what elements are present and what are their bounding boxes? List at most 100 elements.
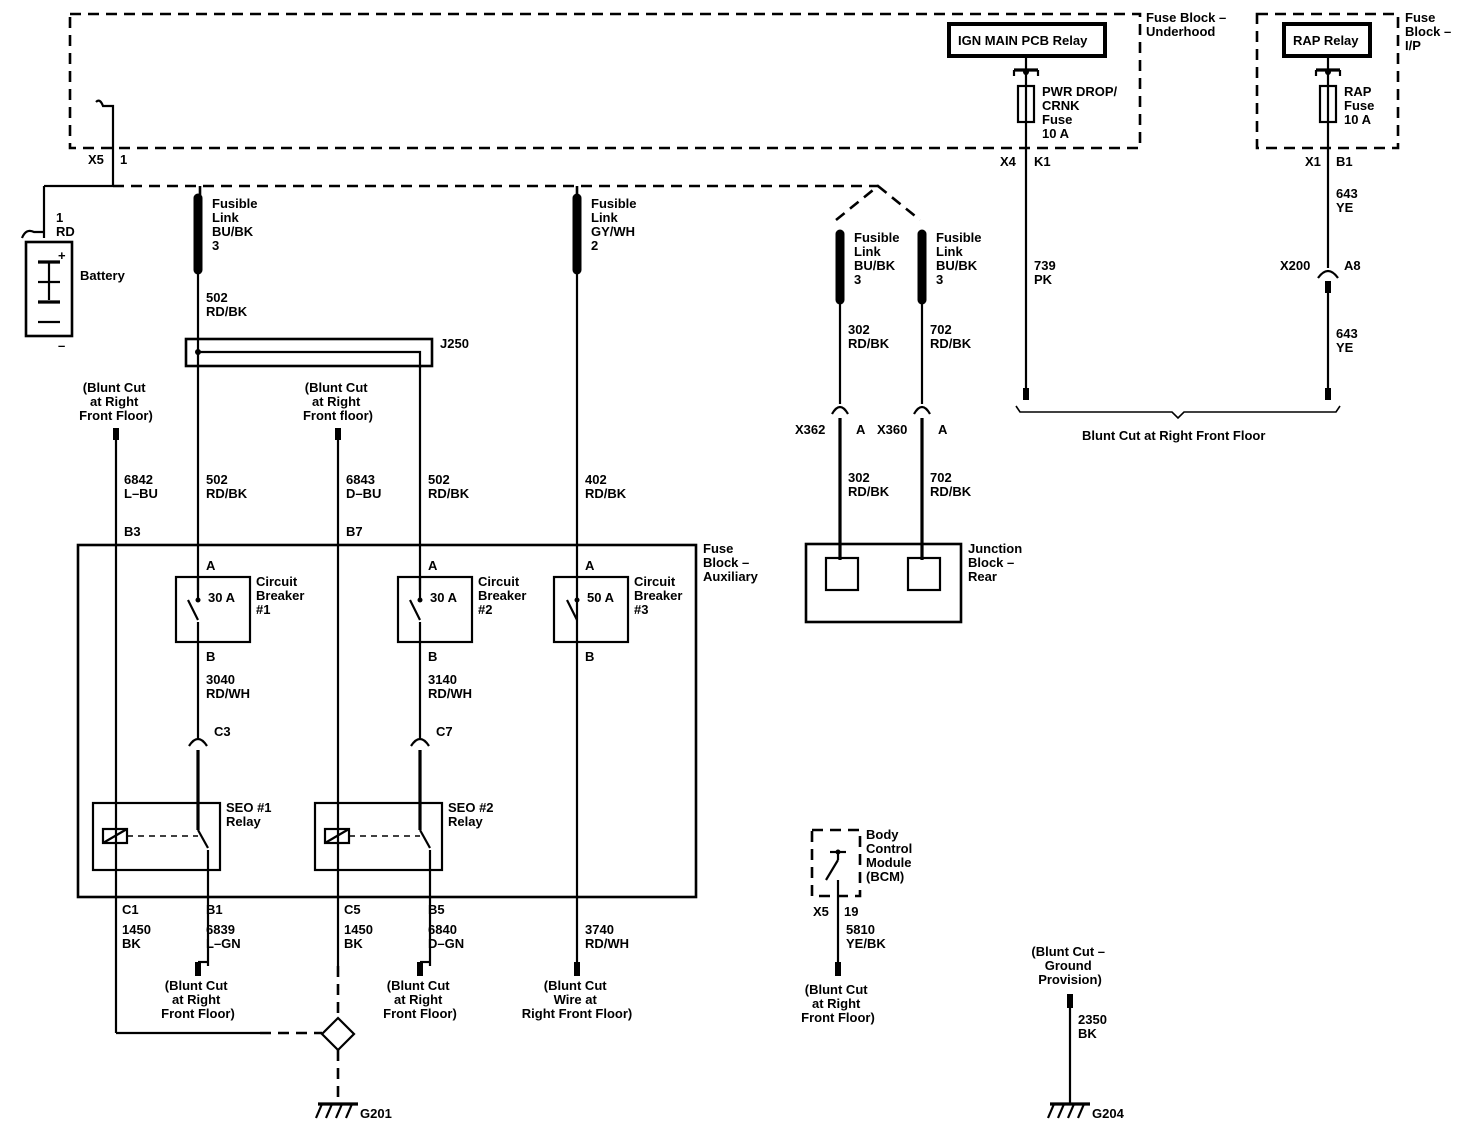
fusible-link-3-label: Fusible Link BU/BK 3 [854, 230, 903, 287]
fusible-link-1: Fusible Link BU/BK 3 [193, 193, 261, 275]
x360-pin-label: A [938, 422, 948, 437]
circuit-breaker-3: A 50 A Circuit Breaker #3 B [552, 558, 686, 664]
wire-702-top-label: 702 RD/BK [930, 322, 972, 351]
bcm-pin-19: 19 [844, 904, 858, 919]
wire-643-bottom-label: 643 YE [1336, 326, 1361, 355]
x5-battery-pin: 1 [120, 152, 127, 167]
bottom-circuits: C1 1450 BK B1 6839 L–GN (Blunt Cut at Ri… [114, 870, 632, 1121]
battery-plus-label: + [58, 248, 66, 263]
wire-402-label: 402 RD/BK [585, 472, 627, 501]
cb3-label: Circuit Breaker #3 [634, 574, 686, 617]
cb2-pin-a: A [428, 558, 438, 573]
blunt-cut-b1-label: (Blunt Cut at Right Front Floor) [161, 978, 235, 1021]
wire-1450-b-label: 1450 BK [344, 922, 377, 951]
blunt-cut-6842-label: (Blunt Cut at Right Front Floor) [79, 380, 153, 423]
seo-1-relay: SEO #1 Relay [91, 800, 275, 872]
wire-6842-label: 6842 L–BU [124, 472, 158, 501]
fusible-link-3: Fusible Link BU/BK 3 [835, 229, 903, 305]
k1-pin-label: K1 [1034, 154, 1051, 169]
c5-pin-label: C5 [344, 902, 361, 917]
wire-6839-label: 6839 L–GN [206, 922, 241, 951]
blunt-cut-top-right-label: Blunt Cut at Right Front Floor [1082, 428, 1265, 443]
blunt-cut-b5-label: (Blunt Cut at Right Front Floor) [383, 978, 457, 1021]
wire-6840-label: 6840 D–GN [428, 922, 464, 951]
blunt-cut-6843-label: (Blunt Cut at Right Front floor) [303, 380, 373, 423]
cb1-pin-a: A [206, 558, 216, 573]
b7-pin-label: B7 [346, 524, 363, 539]
junction-block-rear-label: Junction Block – Rear [968, 541, 1026, 584]
battery-label: Battery [80, 268, 126, 283]
circuit-6843: (Blunt Cut at Right Front floor) 6843 D–… [303, 380, 381, 832]
wire-2350-label: 2350 BK [1078, 1012, 1111, 1041]
fuse-block-underhood: Fuse Block – Underhood IGN MAIN PCB Rela… [68, 10, 1230, 400]
cb2-label: Circuit Breaker #2 [478, 574, 530, 617]
battery-wire-label: 1 RD [56, 210, 75, 239]
wire-302-bottom-label: 302 RD/BK [848, 470, 890, 499]
cb2-pin-b: B [428, 649, 437, 664]
wire-702-bottom-label: 702 RD/BK [930, 470, 972, 499]
circuit-6842: (Blunt Cut at Right Front Floor) 6842 L–… [79, 380, 158, 832]
x1-connector-label: X1 [1305, 154, 1321, 169]
ign-main-relay-label: IGN MAIN PCB Relay [958, 33, 1088, 48]
fusible-link-2: Fusible Link GY/WH 2 [572, 193, 640, 275]
blunt-cut-ground-label: (Blunt Cut – Ground Provision) [1031, 944, 1108, 987]
body-control-module: Body Control Module (BCM) X5 19 5810 YE/… [801, 827, 916, 1025]
fuse-block-underhood-label: Fuse Block – Underhood [1146, 10, 1230, 39]
wire-5810-label: 5810 YE/BK [846, 922, 886, 951]
fusible-link-1-label: Fusible Link BU/BK 3 [212, 196, 261, 253]
fusible-link-2-label: Fusible Link GY/WH 2 [591, 196, 640, 253]
cb2-rating: 30 A [430, 590, 458, 605]
fuse-block-ip: Fuse Block – I/P RAP Relay RAP Fuse 10 A… [1255, 10, 1455, 400]
bcm-label: Body Control Module (BCM) [866, 827, 916, 884]
g204-label: G204 [1092, 1106, 1125, 1121]
cb1-rating: 30 A [208, 590, 236, 605]
fuse-block-auxiliary: Fuse Block – Auxiliary A 30 A Circuit Br… [76, 541, 759, 899]
b1-pin-label: B1 [1336, 154, 1353, 169]
x360-connector-label: X360 [877, 422, 907, 437]
cb1-label: Circuit Breaker #1 [256, 574, 308, 617]
b5-pin-label: B5 [428, 902, 445, 917]
cb3-pin-a: A [585, 558, 595, 573]
ground-g201: G201 [314, 1102, 392, 1121]
circuit-breaker-1: A 30 A Circuit Breaker #1 B [174, 558, 308, 664]
wire-3040-label: 3040 RD/WH [206, 672, 250, 701]
seo-2-relay-label: SEO #2 Relay [448, 800, 497, 829]
wire-302-top-label: 302 RD/BK [848, 322, 890, 351]
cb1-pin-b: B [206, 649, 215, 664]
battery-minus-label: – [58, 338, 65, 353]
x200-connector-label: X200 [1280, 258, 1310, 273]
blunt-cut-right-front-floor-top: Blunt Cut at Right Front Floor [1015, 405, 1341, 443]
c7-connector-label: C7 [436, 724, 453, 739]
circuit-502: 502 RD/BK J250 502 RD/BK 502 RD/BK [184, 270, 470, 590]
rap-fuse-label: RAP Fuse 10 A [1344, 84, 1378, 127]
blunt-cut-bcm-label: (Blunt Cut at Right Front Floor) [801, 982, 875, 1025]
wire-643-top-label: 643 YE [1336, 186, 1361, 215]
x362-connector-label: X362 [795, 422, 825, 437]
x5-battery-connector: X5 [88, 152, 104, 167]
b1-pin-bottom-label: B1 [206, 902, 223, 917]
circuit-402: 402 RD/BK [575, 270, 627, 975]
circuit-302-702: 302 RD/BK 702 RD/BK X362 A X360 A 302 RD… [795, 300, 972, 560]
j250-label: J250 [440, 336, 469, 351]
c1-pin-label: C1 [122, 902, 139, 917]
seo-1-relay-label: SEO #1 Relay [226, 800, 275, 829]
wire-739-label: 739 PK [1034, 258, 1059, 287]
wire-502-top-label: 502 RD/BK [206, 290, 248, 319]
x362-pin-label: A [856, 422, 866, 437]
fuse-block-auxiliary-label: Fuse Block – Auxiliary [703, 541, 759, 584]
wire-502-right-label: 502 RD/BK [428, 472, 470, 501]
junction-block-rear: Junction Block – Rear [804, 541, 1026, 624]
wire-6843-label: 6843 D–BU [346, 472, 381, 501]
c3-connector-label: C3 [214, 724, 231, 739]
g201-label: G201 [360, 1106, 392, 1121]
fusible-link-4-label: Fusible Link BU/BK 3 [936, 230, 985, 287]
circuit-breaker-2: A 30 A Circuit Breaker #2 B [396, 558, 530, 664]
wire-3740-label: 3740 RD/WH [585, 922, 629, 951]
fusible-link-4: Fusible Link BU/BK 3 [917, 229, 985, 305]
x5-bcm-connector: X5 [813, 904, 829, 919]
x4-connector-label: X4 [1000, 154, 1017, 169]
pwr-drop-fuse-label: PWR DROP/ CRNK Fuse 10 A [1042, 84, 1121, 141]
fuse-block-ip-label: Fuse Block – I/P [1405, 10, 1455, 53]
battery: + – Battery 1 RD X5 1 [20, 99, 127, 353]
